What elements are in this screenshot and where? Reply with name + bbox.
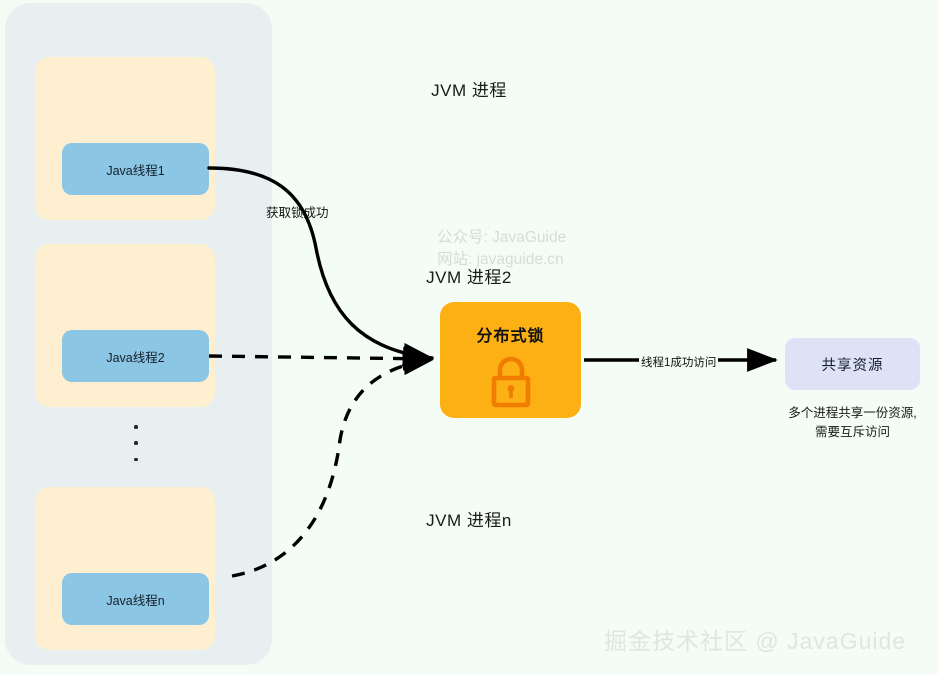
shared-resource-caption: 多个进程共享一份资源, 需要互斥访问 (740, 404, 938, 442)
shared-resource-label: 共享资源 (821, 357, 884, 374)
java-thread-label-n: Java线程n (106, 593, 165, 608)
edge-label-acquire-lock: 获取锁成功 (266, 206, 329, 220)
edge-label-thread1-access: 线程1成功访问 (639, 354, 719, 370)
edge-thread2-to-lock (208, 346, 434, 371)
watermark-center: 公众号: JavaGuide 网站: javaguide.cn (437, 227, 566, 271)
jvm-process-label-2: JVM 进程2 (426, 268, 512, 287)
java-thread-label-1: Java线程1 (106, 163, 165, 178)
shared-resource-box: 共享资源 (785, 338, 920, 390)
java-thread-box-n: Java线程n (62, 573, 209, 625)
distributed-lock-label: 分布式锁 (476, 328, 545, 345)
shared-resource-caption-line1: 多个进程共享一份资源, (788, 406, 917, 420)
edge-threadn-to-lock (231, 351, 434, 578)
distributed-lock-box: 分布式锁 (440, 302, 581, 418)
edge-thread1-to-lock (207, 166, 434, 367)
vertical-ellipsis-icon (132, 425, 140, 461)
padlock-icon (491, 356, 530, 408)
watermark-center-line2: 网站: javaguide.cn (437, 251, 564, 268)
watermark-bottom: 掘金技术社区 @ JavaGuide (604, 628, 907, 654)
watermark-center-line1: 公众号: JavaGuide (437, 229, 567, 246)
jvm-process-label-n: JVM 进程n (426, 511, 512, 530)
java-thread-label-2: Java线程2 (106, 350, 165, 365)
java-thread-box-1: Java线程1 (62, 143, 209, 195)
java-thread-box-2: Java线程2 (62, 330, 209, 382)
shared-resource-caption-line2: 需要互斥访问 (814, 425, 890, 439)
jvm-process-label-1: JVM 进程 (431, 81, 507, 100)
